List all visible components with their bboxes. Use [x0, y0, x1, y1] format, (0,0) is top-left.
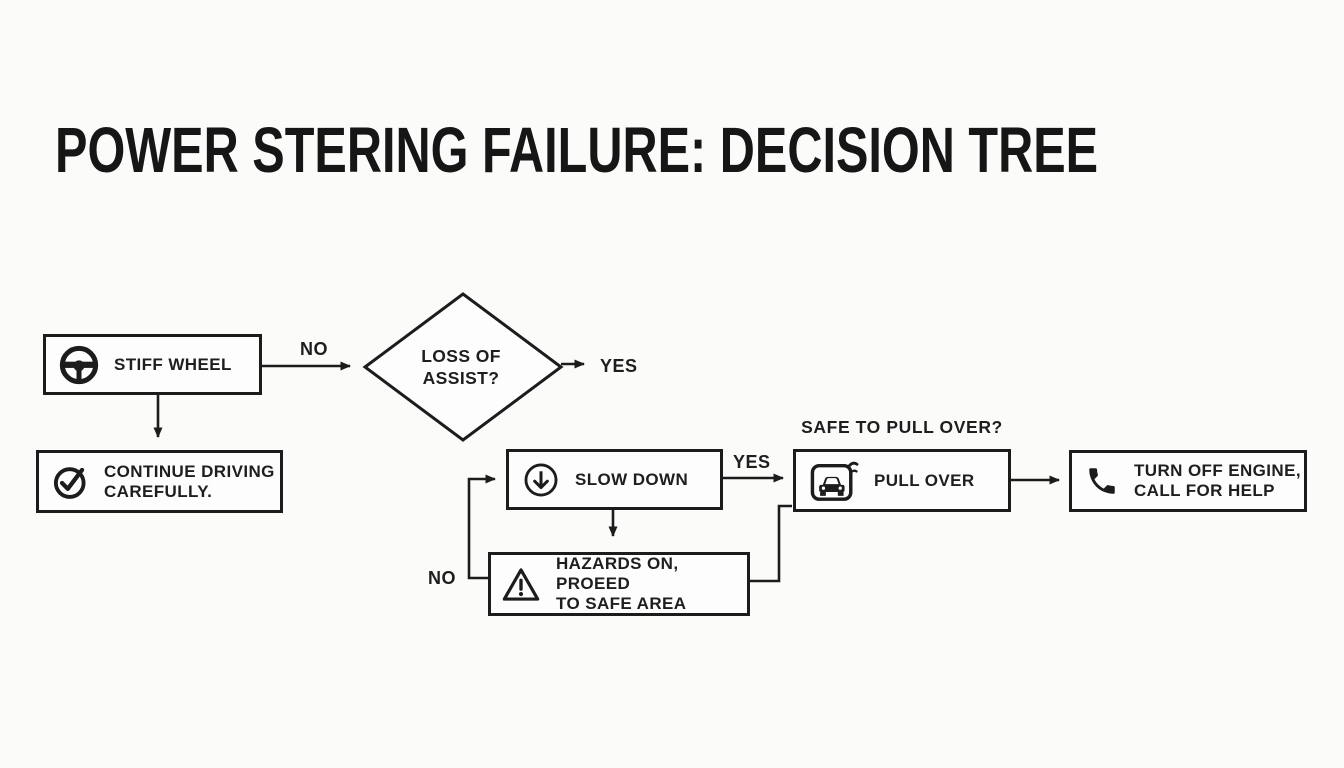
hazards-line-1: HAZARDS ON, PROEED	[556, 554, 679, 593]
node-turn-off-engine-label: TURN OFF ENGINE, CALL FOR HELP	[1134, 461, 1301, 501]
node-stiff-wheel-label: STIFF WHEEL	[114, 354, 232, 374]
edge-label-no-1: NO	[300, 339, 328, 359]
safe-to-pull-over-question: SAFE TO PULL OVER?	[801, 417, 1003, 437]
node-hazards-on-label: HAZARDS ON, PROEED TO SAFE AREA	[556, 554, 747, 614]
node-loss-of-assist-label: LOSS OF ASSIST?	[391, 345, 531, 389]
loss-line-1: LOSS OF	[421, 346, 501, 366]
node-slow-down: SLOW DOWN	[506, 449, 723, 510]
loss-line-2: ASSIST?	[422, 368, 500, 388]
node-pull-over-label: PULL OVER	[874, 470, 975, 490]
edge-label-yes-2: YES	[733, 452, 771, 472]
node-turn-off-engine: TURN OFF ENGINE, CALL FOR HELP	[1069, 450, 1307, 512]
phone-icon	[1085, 464, 1119, 498]
turn-off-line-1: TURN OFF ENGINE,	[1134, 461, 1301, 480]
node-slow-down-label: SLOW DOWN	[575, 469, 689, 489]
car-sign-icon	[809, 458, 859, 504]
warning-triangle-icon	[501, 566, 541, 603]
edge-label-no-2: NO	[428, 568, 456, 588]
node-hazards-on: HAZARDS ON, PROEED TO SAFE AREA	[488, 552, 750, 616]
node-continue-driving-label: CONTINUE DRIVING CAREFULLY.	[104, 462, 275, 502]
continue-line-2: CAREFULLY.	[104, 481, 213, 501]
steering-wheel-icon	[59, 345, 99, 385]
hazards-line-2: TO SAFE AREA	[556, 594, 687, 613]
continue-line-1: CONTINUE DRIVING	[104, 461, 275, 481]
edge-label-yes-1: YES	[600, 356, 638, 376]
node-continue-driving: CONTINUE DRIVING CAREFULLY.	[36, 450, 283, 513]
turn-off-line-2: CALL FOR HELP	[1134, 481, 1275, 500]
page-title: POWER STERING FAILURE: DECISION TREE	[55, 114, 1099, 186]
check-circle-icon	[52, 463, 89, 500]
node-stiff-wheel: STIFF WHEEL	[43, 334, 262, 395]
node-pull-over: PULL OVER	[793, 449, 1011, 512]
down-arrow-circle-icon	[522, 461, 560, 499]
